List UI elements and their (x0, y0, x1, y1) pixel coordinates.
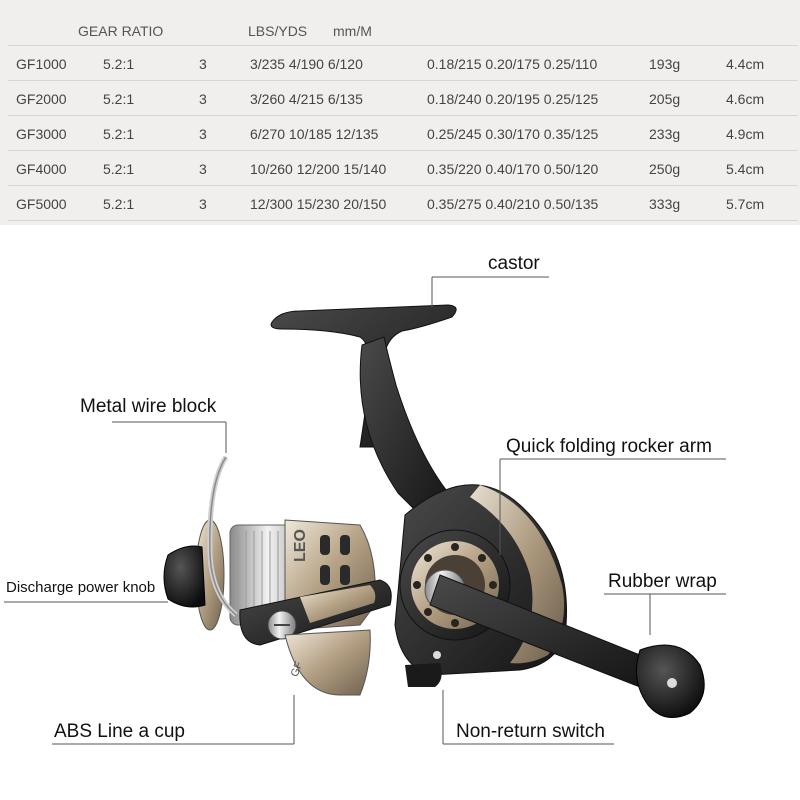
table-cell-mm-m: 0.35/275 0.40/210 0.50/135 (427, 196, 599, 212)
callout-non-return-switch: Non-return switch (456, 721, 605, 742)
table-cell-size: 4.4cm (726, 56, 765, 72)
callout-abs-line-cup: ABS Line a cup (54, 721, 185, 742)
table-cell-ratio: 5.2:1 (103, 56, 135, 72)
table-cell-model: GF5000 (16, 196, 67, 212)
table-cell-lbs-yds: 3/260 4/215 6/135 (250, 91, 363, 107)
table-cell-weight: 333g (649, 196, 681, 212)
table-cell-weight: 193g (649, 56, 681, 72)
table-cell-ratio: 5.2:1 (103, 91, 135, 107)
table-cell-weight: 233g (649, 126, 681, 142)
spinning-reel-image: LEO GF (4, 276, 726, 745)
header-gear-ratio: GEAR RATIO (78, 23, 164, 39)
abs-line-cup (284, 629, 371, 696)
table-divider (8, 185, 798, 186)
callout-discharge-power-knob: Discharge power knob (6, 579, 156, 596)
table-cell-mm-m: 0.18/240 0.20/195 0.25/125 (427, 91, 599, 107)
table-cell-mm-m: 0.25/245 0.30/170 0.35/125 (427, 126, 599, 142)
table-cell-ratio: 5.2:1 (103, 196, 135, 212)
table-cell-lbs-yds: 12/300 15/230 20/150 (250, 196, 387, 212)
header-mm-m: mm/M (333, 23, 372, 39)
table-cell-bearings: 3 (199, 91, 207, 107)
callout-rubber-wrap: Rubber wrap (608, 571, 717, 592)
callout-castor: castor (488, 253, 540, 274)
table-cell-bearings: 3 (199, 161, 207, 177)
table-divider (8, 45, 798, 46)
table-cell-model: GF2000 (16, 91, 67, 107)
callout-quick-folding-rocker-arm: Quick folding rocker arm (506, 436, 712, 457)
spec-table: GEAR RATIO LBS/YDS mm/M GF1000 5.2:1 3 3/23… (0, 0, 800, 225)
table-cell-mm-m: 0.18/215 0.20/175 0.25/110 (427, 56, 598, 72)
table-divider (8, 80, 798, 81)
table-divider (8, 220, 798, 221)
callout-leaders (4, 276, 726, 745)
svg-text:GF: GF (289, 660, 306, 679)
table-cell-size: 4.9cm (726, 126, 765, 142)
table-cell-size: 4.6cm (726, 91, 765, 107)
table-cell-lbs-yds: 3/235 4/190 6/120 (250, 56, 363, 72)
table-cell-ratio: 5.2:1 (103, 161, 135, 177)
table-cell-model: GF4000 (16, 161, 67, 177)
table-cell-ratio: 5.2:1 (103, 126, 135, 142)
callout-metal-wire-block: Metal wire block (80, 396, 217, 417)
table-cell-lbs-yds: 6/270 10/185 12/135 (250, 126, 379, 142)
reel-illustration: LEO GF (0, 225, 800, 800)
table-cell-weight: 250g (649, 161, 681, 177)
table-cell-bearings: 3 (199, 196, 207, 212)
table-cell-model: GF3000 (16, 126, 67, 142)
table-cell-size: 5.4cm (726, 161, 765, 177)
table-cell-weight: 205g (649, 91, 681, 107)
table-cell-mm-m: 0.35/220 0.40/170 0.50/120 (427, 161, 599, 177)
table-cell-model: GF1000 (16, 56, 67, 72)
header-lbs-yds: LBS/YDS (248, 23, 308, 39)
table-cell-lbs-yds: 10/260 12/200 15/140 (250, 161, 387, 177)
table-divider (8, 115, 798, 116)
table-divider (8, 150, 798, 151)
rotor-holes (320, 535, 350, 585)
table-cell-bearings: 3 (199, 126, 207, 142)
table-cell-bearings: 3 (199, 56, 207, 72)
table-cell-size: 5.7cm (726, 196, 765, 212)
non-return-switch-lever (405, 663, 442, 687)
discharge-power-knob (163, 545, 206, 608)
spool-branding: LEO (292, 529, 309, 562)
